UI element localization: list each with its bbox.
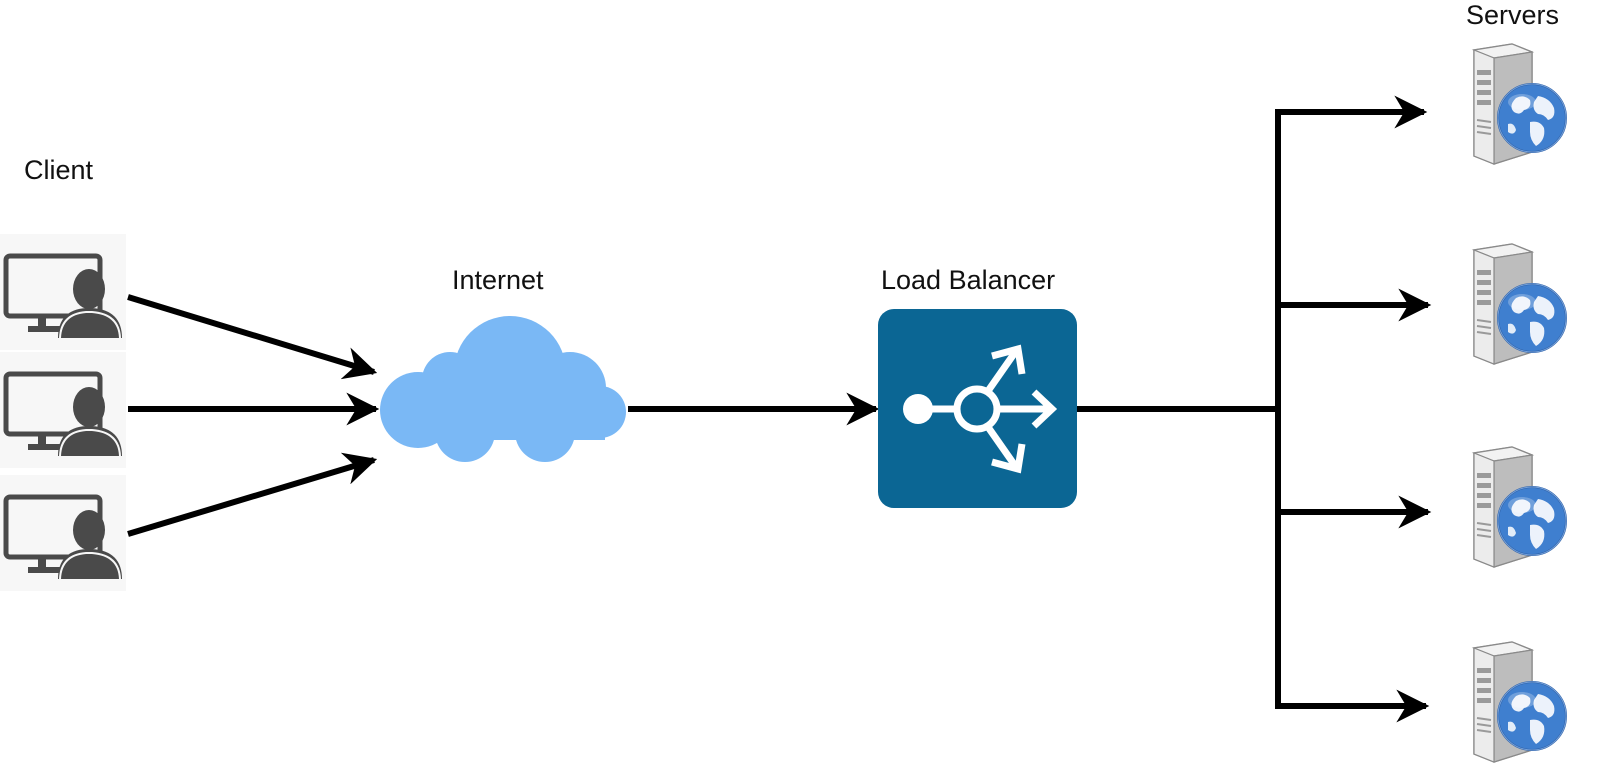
internet-label: Internet xyxy=(452,265,544,295)
internet-cloud-icon xyxy=(380,316,626,462)
client-workstation-1-icon xyxy=(0,234,126,350)
edge-client-1-internet xyxy=(127,294,378,380)
web-server-3-icon xyxy=(1473,446,1567,568)
servers-label: Servers xyxy=(1466,0,1560,30)
web-server-1-icon xyxy=(1473,43,1567,165)
edge-client-3-internet xyxy=(127,452,378,537)
load-balancer-icon xyxy=(878,309,1077,508)
client-label: Client xyxy=(24,155,94,185)
web-server-2-icon xyxy=(1473,243,1567,365)
client-workstation-3-icon xyxy=(0,475,126,591)
load-balancer-label: Load Balancer xyxy=(881,265,1056,295)
web-server-4-icon xyxy=(1473,641,1567,763)
client-workstation-2-icon xyxy=(0,352,126,468)
